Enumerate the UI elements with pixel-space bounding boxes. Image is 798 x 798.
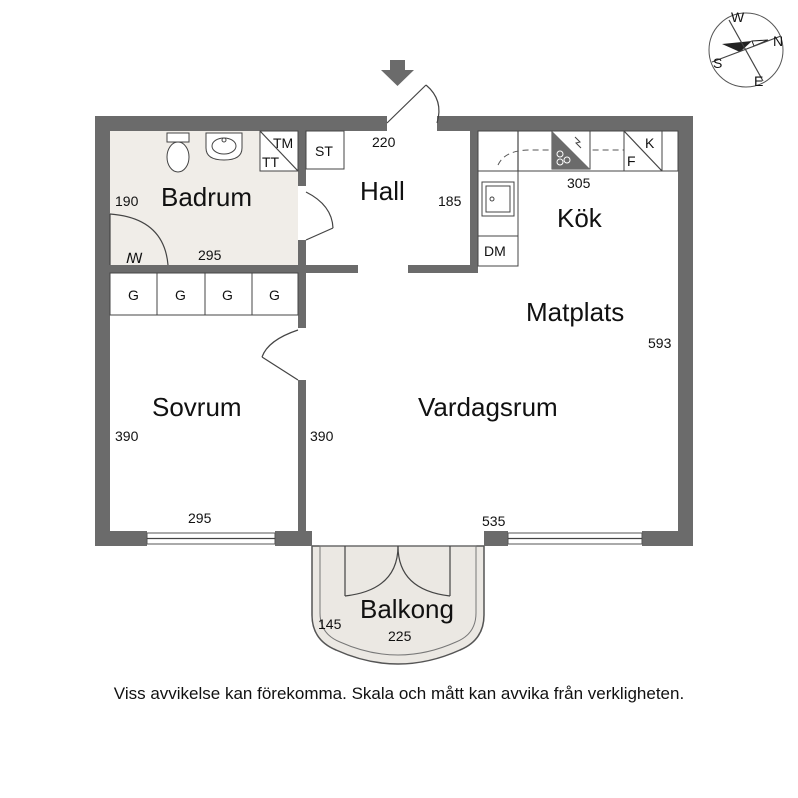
dim-badrum-height: 190 <box>115 193 139 209</box>
wardrobe-label: G <box>222 287 233 303</box>
room-label-hall: Hall <box>360 176 405 206</box>
drain-icon: ꟿ <box>126 250 143 266</box>
dim-vardagsrum-width: 535 <box>482 513 506 529</box>
compass-w: W <box>731 9 745 25</box>
tm-label: TM <box>273 135 293 151</box>
dim-kok-width: 305 <box>567 175 591 191</box>
st-cabinet <box>305 130 345 170</box>
entrance-door <box>386 84 440 124</box>
tt-label: TT <box>262 154 280 170</box>
wardrobe-label: G <box>175 287 186 303</box>
toilet-icon <box>166 132 190 173</box>
dim-hall-height: 185 <box>438 193 462 209</box>
wardrobe-label: G <box>128 287 139 303</box>
compass-s: S <box>713 55 722 71</box>
st-label: ST <box>315 143 333 159</box>
sink-icon <box>205 132 243 161</box>
disclaimer: Viss avvikelse kan förekomma. Skala och … <box>114 684 684 703</box>
room-label-balkong: Balkong <box>360 594 454 624</box>
room-label-kok: Kök <box>557 203 603 233</box>
room-label-sovrum: Sovrum <box>152 392 242 422</box>
tm-tt-cabinet <box>259 130 299 172</box>
dm-cabinet <box>477 235 519 267</box>
kitchen-sink-icon <box>481 181 515 217</box>
compass-icon <box>708 12 784 88</box>
dim-badrum-width: 295 <box>198 247 222 263</box>
entrance-arrow-icon <box>381 60 414 86</box>
door-swing-bath-corner <box>109 213 169 266</box>
compass-e: E <box>754 73 763 89</box>
door-sovrum <box>261 329 299 381</box>
compass-n: N <box>773 33 783 49</box>
room-label-badrum: Badrum <box>161 182 252 212</box>
room-label-vardagsrum: Vardagsrum <box>418 392 558 422</box>
window-vardagsrum <box>507 532 643 545</box>
dim-sovrum-width: 295 <box>188 510 212 526</box>
dm-label: DM <box>484 243 506 259</box>
dim-matplats-height: 593 <box>648 335 672 351</box>
dim-vardagsrum-height: 390 <box>310 428 334 444</box>
fridge-freezer <box>623 130 663 172</box>
room-label-matplats: Matplats <box>526 297 624 327</box>
door-badrum <box>305 191 334 241</box>
balkong-floor-inner <box>319 545 477 656</box>
k-label: K <box>645 135 655 151</box>
wardrobe-label: G <box>269 287 280 303</box>
wardrobes <box>109 272 299 316</box>
outer-walls <box>95 116 693 546</box>
balkong-floor <box>311 545 485 665</box>
dim-balkong-width: 225 <box>388 628 412 644</box>
stove-icon <box>551 130 591 170</box>
dim-balkong-depth: 145 <box>318 616 342 632</box>
dim-hall-width: 220 <box>372 134 396 150</box>
window-sovrum <box>146 532 276 545</box>
interior-walls <box>110 131 478 531</box>
door-balkong <box>344 545 451 597</box>
dim-sovrum-height: 390 <box>115 428 139 444</box>
f-label: F <box>627 153 636 169</box>
